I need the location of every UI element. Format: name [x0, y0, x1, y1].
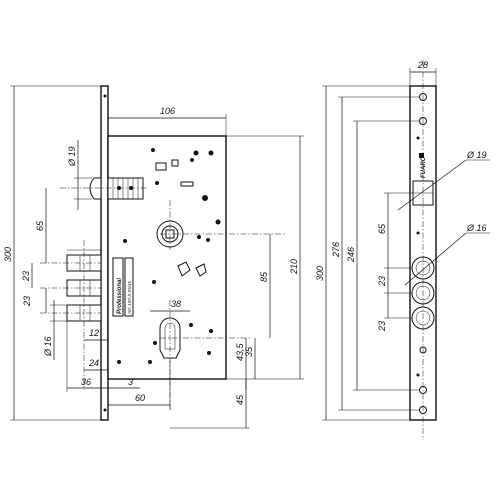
dim-bolt-12: 12: [89, 328, 99, 338]
dim-pitch-2: 23: [21, 271, 31, 282]
side-dim-bolt-diameter: Ø 16: [466, 223, 487, 233]
side-dim-pitch-1: 65: [377, 223, 387, 234]
side-dim-latch-diameter: Ø 19: [466, 150, 487, 160]
dim-overall-height: 300: [3, 247, 13, 262]
dim-latch-diameter: Ø 19: [67, 146, 77, 167]
dim-pitch-3: 23: [22, 296, 32, 307]
label-line2: Art. 100-X-05/45: [127, 280, 132, 315]
side-dim-pitch-2: 23: [377, 276, 387, 287]
side-dim-width: 28: [417, 60, 428, 70]
dim-bolt-diameter: Ø 16: [43, 336, 53, 357]
side-latch-opening: [412, 180, 434, 206]
dim-hub-to-cylinder: 85: [259, 271, 269, 282]
label-plate: Professional Art. 100-X-05/45: [112, 257, 134, 317]
side-dim-inner-1: 276: [331, 242, 341, 258]
dim-bolt-24: 24: [88, 358, 99, 368]
side-dim-overall: 300: [315, 266, 325, 281]
dim-cylinder-width: 38: [171, 299, 181, 309]
dim-pitch-1: 65: [35, 220, 45, 231]
dim-bottom: 45: [235, 394, 245, 405]
dim-cylinder-to-bottom: 43,5: [235, 342, 245, 361]
dim-bolt-3: 3: [128, 377, 133, 387]
latch-tongue: [89, 177, 144, 200]
side-brand: FUARO: [421, 156, 427, 178]
side-dim-pitch-3: 23: [377, 321, 387, 332]
label-line1: Professional: [117, 278, 123, 314]
front-view: Professional Art. 100-X-05/45: [3, 85, 304, 429]
dim-cylinder-lower: 35: [244, 346, 254, 357]
dim-case-width: 106: [160, 106, 175, 116]
dim-backset: 60: [135, 393, 145, 403]
follower-hub: [156, 220, 184, 248]
dim-bolt-36: 36: [81, 377, 91, 387]
side-dim-inner-2: 246: [346, 247, 356, 263]
dim-case-height: 210: [289, 259, 299, 275]
side-view: FUARO 28 300 276 246: [315, 60, 490, 440]
case-rivets: [117, 148, 221, 364]
